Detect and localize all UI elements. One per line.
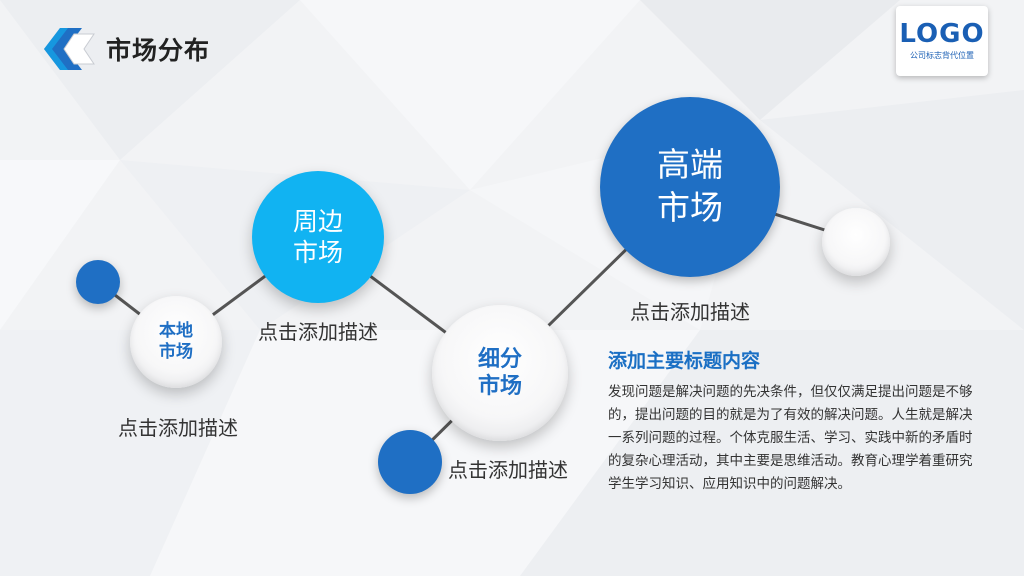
node-nearby-label-2: 市场 [292,238,343,267]
chevron-logo-icon [38,24,96,74]
description-local[interactable]: 点击添加描述 [118,416,238,440]
content-body[interactable]: 发现问题是解决问题的先决条件，但仅仅满足提出问题是不够的，提出问题的目的就是为了… [608,384,973,492]
node-local-market: 本地 市场 [130,296,222,388]
small-blue-dot-bottom [378,430,442,494]
node-premium-label-1: 高端 [657,145,723,185]
node-niche-label-2: 市场 [477,374,522,399]
node-niche-label-1: 细分 [477,346,522,372]
small-white-circle-right [822,208,890,276]
logo-placeholder: LOGO 公司标志背代位置 [896,6,988,76]
description-premium[interactable]: 点击添加描述 [630,300,750,324]
header: 市场分布 [38,24,210,74]
logo-subtitle: 公司标志背代位置 [910,51,974,60]
content-block: 添加主要标题内容 发现问题是解决问题的先决条件，但仅仅满足提出问题是不够的，提出… [608,346,988,496]
page-title: 市场分布 [106,36,211,65]
node-premium-label-2: 市场 [657,188,723,227]
node-niche-market: 细分 市场 [432,305,568,441]
node-premium-market: 高端 市场 [600,97,780,277]
small-blue-dot-left [76,260,120,304]
node-nearby-label-1: 周边 [292,206,343,236]
content-heading[interactable]: 添加主要标题内容 [608,350,761,372]
node-local-label-2: 市场 [159,342,193,362]
node-nearby-market: 周边 市场 [252,171,384,303]
description-niche[interactable]: 点击添加描述 [448,458,568,482]
description-nearby[interactable]: 点击添加描述 [258,320,378,344]
node-local-label-1: 本地 [159,320,193,341]
logo-text: LOGO [899,19,985,49]
